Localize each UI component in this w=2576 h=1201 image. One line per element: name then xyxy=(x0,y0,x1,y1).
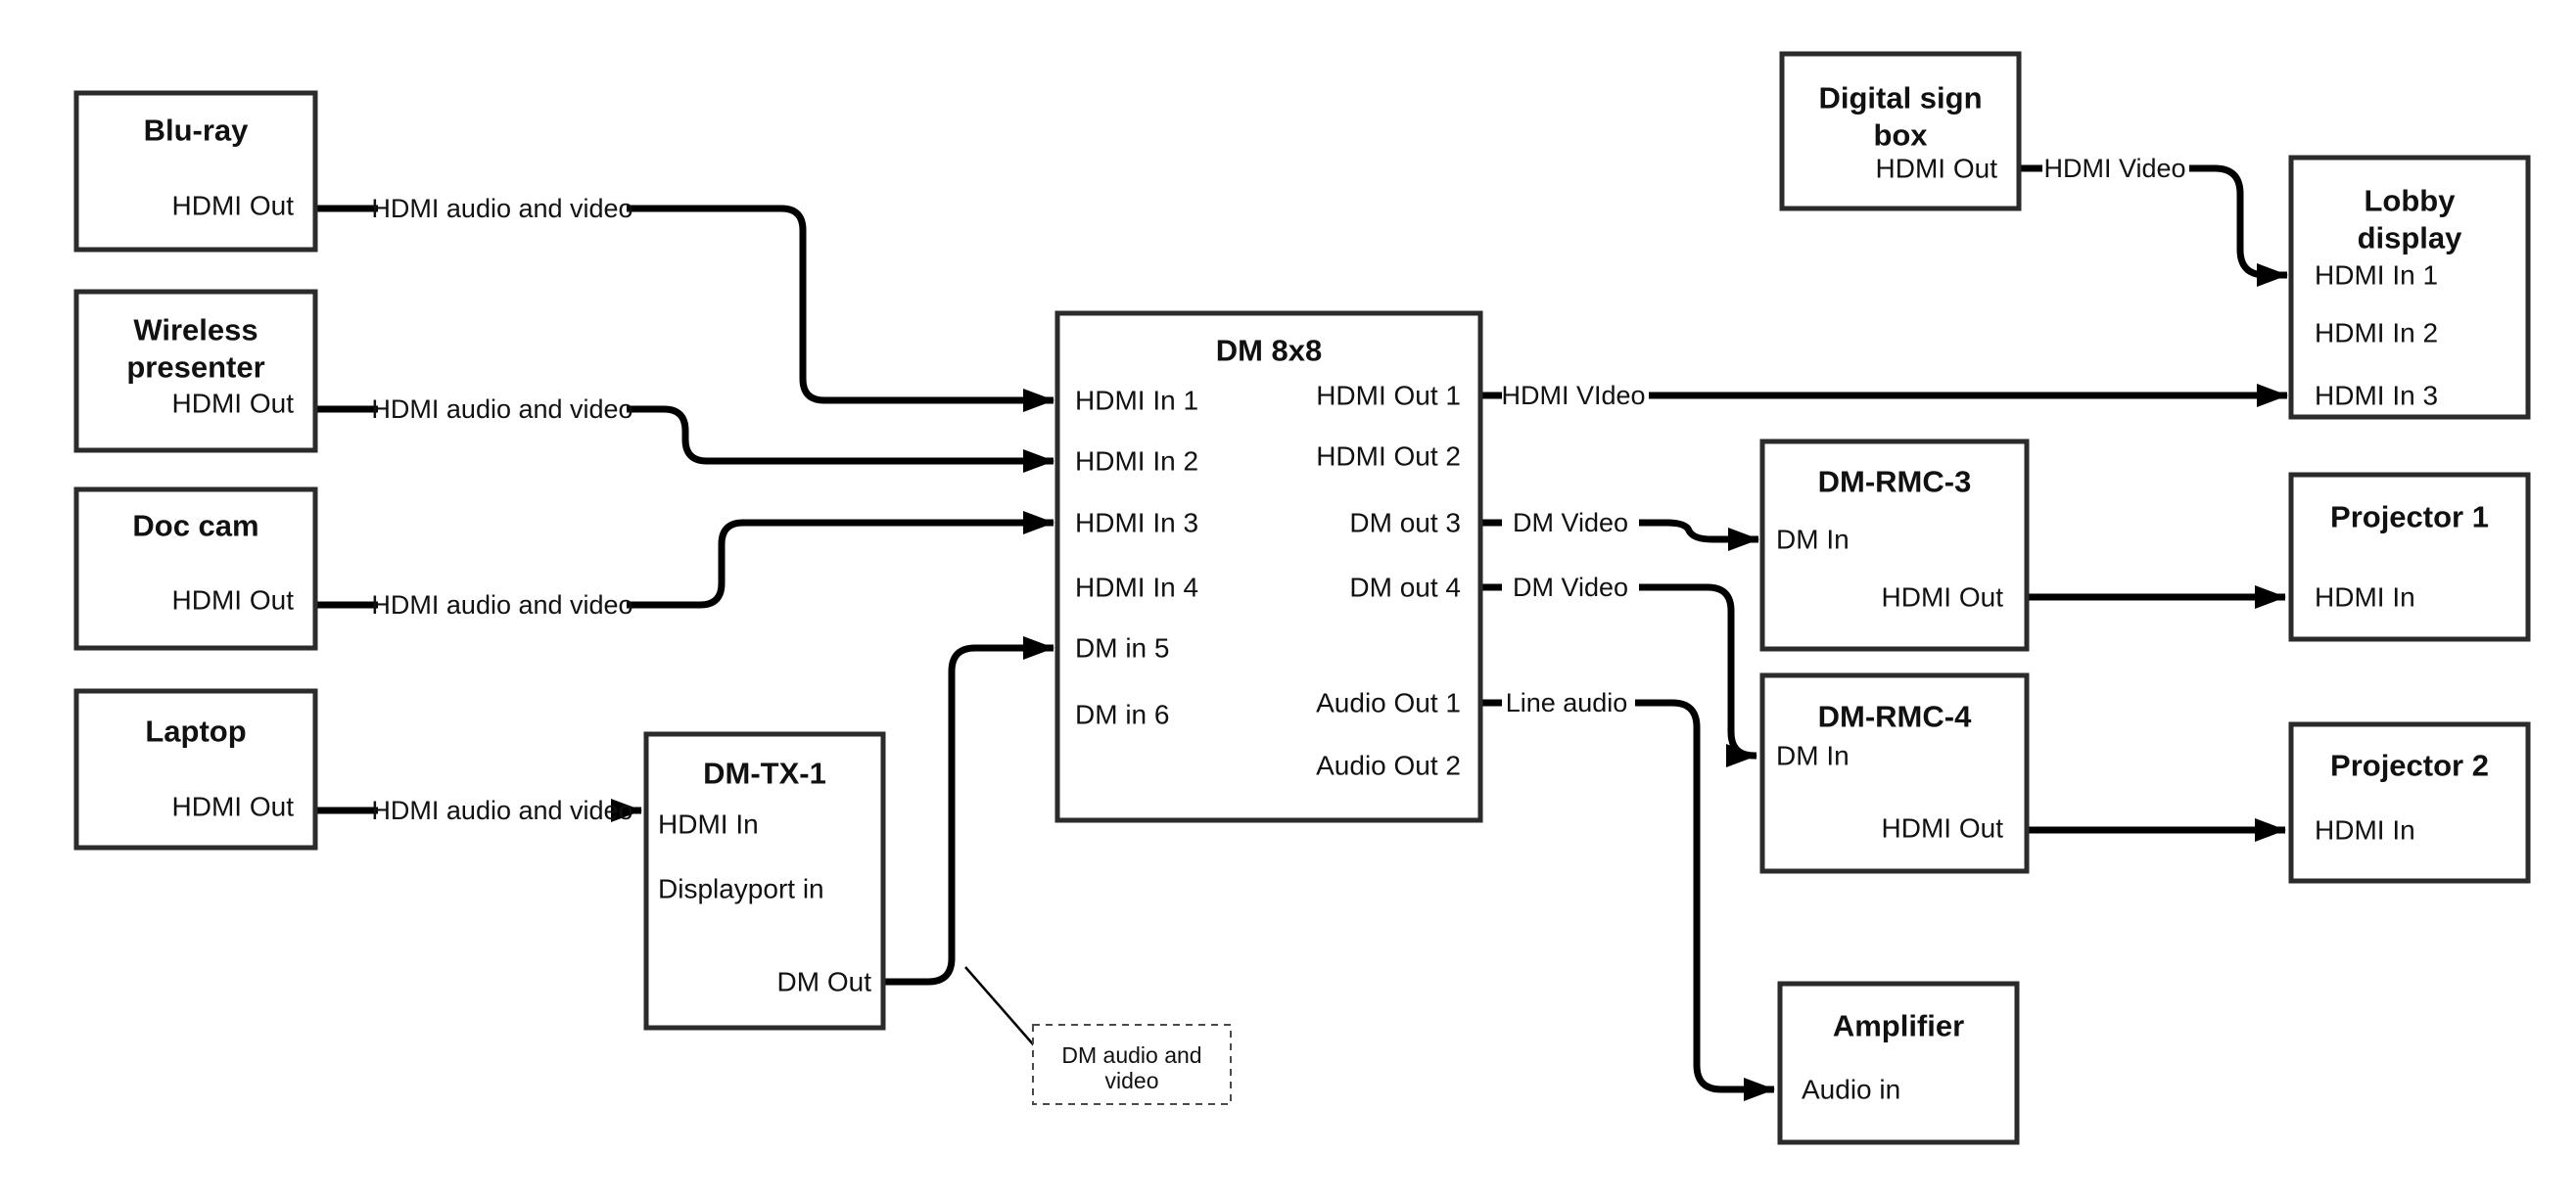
dm-8x8-port-dm-out-4: DM out 4 xyxy=(1349,573,1461,603)
digital-sign-box-title-line2: box xyxy=(1873,118,1928,153)
note-box xyxy=(1032,1024,1232,1105)
dm-8x8-port-dm-out-3: DM out 3 xyxy=(1349,508,1461,538)
dm-tx-1-port-dm-out: DM Out xyxy=(777,967,872,997)
wire-dmtx1-to-dm8x8-in5 xyxy=(883,636,1054,986)
dm-rmc-4-title: DM-RMC-4 xyxy=(1818,700,1972,734)
label-digisign-wire: HDMI Video xyxy=(2043,154,2185,183)
amplifier-box xyxy=(1777,981,2020,1145)
digital-sign-box-title-line1: Digital sign xyxy=(1818,81,1982,115)
projector-2-port-hdmi-in: HDMI In xyxy=(2315,815,2415,846)
note-leader-line xyxy=(964,966,1035,1046)
wire-dmout3-to-rmc3 xyxy=(1639,519,1759,551)
label-bluray-wire: HDMI audio and video xyxy=(371,194,632,223)
dm-rmc-3-box xyxy=(1759,439,2030,652)
node-laptop: Laptop HDMI Out xyxy=(73,688,318,851)
wireless-presenter-box xyxy=(73,289,318,453)
node-wireless-presenter: Wireless presenter HDMI Out xyxy=(73,289,318,453)
doc-cam-box xyxy=(73,486,318,651)
lobby-display-box xyxy=(2288,155,2531,420)
bluray-box xyxy=(73,90,318,253)
node-dm-tx-1: DM-TX-1 HDMI In Displayport in DM Out xyxy=(643,731,886,1031)
node-dm-8x8: DM 8x8 HDMI In 1 HDMI In 2 HDMI In 3 HDM… xyxy=(1054,310,1483,823)
lobby-display-port-hdmi-in-1: HDMI In 1 xyxy=(2315,260,2438,291)
digital-sign-box-box xyxy=(1779,51,2022,211)
node-projector-1: Projector 1 HDMI In xyxy=(2288,472,2531,642)
projector-2-box xyxy=(2288,721,2531,884)
laptop-port-hdmi-out: HDMI Out xyxy=(172,792,295,822)
dm-tx-1-box xyxy=(643,731,886,1031)
dm-rmc-3-port-dm-in: DM In xyxy=(1776,525,1850,555)
dm-rmc-4-port-dm-in: DM In xyxy=(1776,741,1850,771)
wire-doccam-to-dm8x8-in3 xyxy=(627,511,1054,609)
wire-audioout1-to-amplifier xyxy=(1635,699,1775,1101)
wireless-presenter-title-line2: presenter xyxy=(126,350,264,385)
dm-8x8-port-dm-in-5: DM in 5 xyxy=(1075,633,1169,664)
dm-tx-1-port-displayport-in: Displayport in xyxy=(658,874,824,904)
label-dmout3-wire: DM Video xyxy=(1513,508,1628,537)
bluray-port-hdmi-out: HDMI Out xyxy=(172,191,295,221)
dm-8x8-box xyxy=(1054,310,1483,823)
node-lobby-display: Lobby display HDMI In 1 HDMI In 2 HDMI I… xyxy=(2288,155,2531,420)
dm-rmc-3-port-hdmi-out: HDMI Out xyxy=(1882,582,2004,613)
dm-tx-1-port-hdmi-in: HDMI In xyxy=(658,809,759,840)
node-dm-rmc-3: DM-RMC-3 DM In HDMI Out xyxy=(1759,439,2030,652)
amplifier-port-audio-in: Audio in xyxy=(1802,1075,1900,1105)
note-dm-audio-and-video: DM audio and video xyxy=(1032,1024,1232,1105)
dm-8x8-port-hdmi-out-2: HDMI Out 2 xyxy=(1316,441,1461,472)
label-audioout1-wire: Line audio xyxy=(1506,688,1628,717)
dm-8x8-port-hdmi-in-4: HDMI In 4 xyxy=(1075,573,1198,603)
node-amplifier: Amplifier Audio in xyxy=(1777,981,2020,1145)
dm-8x8-port-audio-out-2: Audio Out 2 xyxy=(1316,751,1461,781)
wire-wireless-to-dm8x8-in2 xyxy=(627,405,1054,473)
node-doc-cam: Doc cam HDMI Out xyxy=(73,486,318,651)
dm-8x8-port-audio-out-1: Audio Out 1 xyxy=(1316,688,1461,718)
amplifier-title: Amplifier xyxy=(1833,1009,1964,1043)
digital-sign-box-port-hdmi-out: HDMI Out xyxy=(1876,154,1998,184)
label-wireless-wire: HDMI audio and video xyxy=(371,394,632,424)
dm-8x8-port-hdmi-in-1: HDMI In 1 xyxy=(1075,386,1198,416)
projector-1-box xyxy=(2288,472,2531,642)
lobby-display-port-hdmi-in-2: HDMI In 2 xyxy=(2315,318,2438,348)
lobby-display-title-line1: Lobby xyxy=(2365,184,2457,218)
wire-digisign-to-lobby-in1 xyxy=(2189,164,2288,287)
laptop-title: Laptop xyxy=(145,715,246,749)
projector-1-title: Projector 1 xyxy=(2330,500,2489,534)
node-projector-2: Projector 2 HDMI In xyxy=(2288,721,2531,884)
label-doccam-wire: HDMI audio and video xyxy=(371,590,632,620)
dm-8x8-port-hdmi-in-3: HDMI In 3 xyxy=(1075,508,1198,538)
dm-8x8-port-hdmi-out-1: HDMI Out 1 xyxy=(1316,381,1461,411)
note-text-line1: DM audio and xyxy=(1061,1042,1201,1068)
lobby-display-title-line2: display xyxy=(2358,221,2463,255)
wire-dmout4-to-rmc4 xyxy=(1639,583,1757,767)
dm-8x8-port-dm-in-6: DM in 6 xyxy=(1075,700,1169,730)
label-hdmiout1-wire: HDMI VIdeo xyxy=(1501,381,1645,410)
dm-8x8-port-hdmi-in-2: HDMI In 2 xyxy=(1075,446,1198,477)
label-dmout4-wire: DM Video xyxy=(1513,573,1628,602)
node-dm-rmc-4: DM-RMC-4 DM In HDMI Out xyxy=(1759,672,2030,874)
wireless-presenter-port-hdmi-out: HDMI Out xyxy=(172,389,295,419)
doc-cam-port-hdmi-out: HDMI Out xyxy=(172,585,295,616)
node-digital-sign-box: Digital sign box HDMI Out xyxy=(1779,51,2022,211)
bluray-title: Blu-ray xyxy=(144,114,250,148)
dm-rmc-3-title: DM-RMC-3 xyxy=(1818,465,1972,499)
projector-2-title: Projector 2 xyxy=(2330,749,2489,783)
wireless-presenter-title-line1: Wireless xyxy=(133,313,258,347)
node-bluray: Blu-ray HDMI Out xyxy=(73,90,318,253)
projector-1-port-hdmi-in: HDMI In xyxy=(2315,582,2415,613)
doc-cam-title: Doc cam xyxy=(132,509,258,543)
label-laptop-wire: HDMI audio and video xyxy=(371,796,632,825)
lobby-display-port-hdmi-in-3: HDMI In 3 xyxy=(2315,381,2438,411)
wire-bluray-to-dm8x8-in1 xyxy=(627,205,1054,412)
dm-rmc-4-port-hdmi-out: HDMI Out xyxy=(1882,813,2004,844)
dm-rmc-4-box xyxy=(1759,672,2030,874)
dm-tx-1-title: DM-TX-1 xyxy=(703,757,826,791)
note-text-line2: video xyxy=(1105,1068,1159,1093)
laptop-box xyxy=(73,688,318,851)
dm-8x8-title: DM 8x8 xyxy=(1216,334,1323,368)
